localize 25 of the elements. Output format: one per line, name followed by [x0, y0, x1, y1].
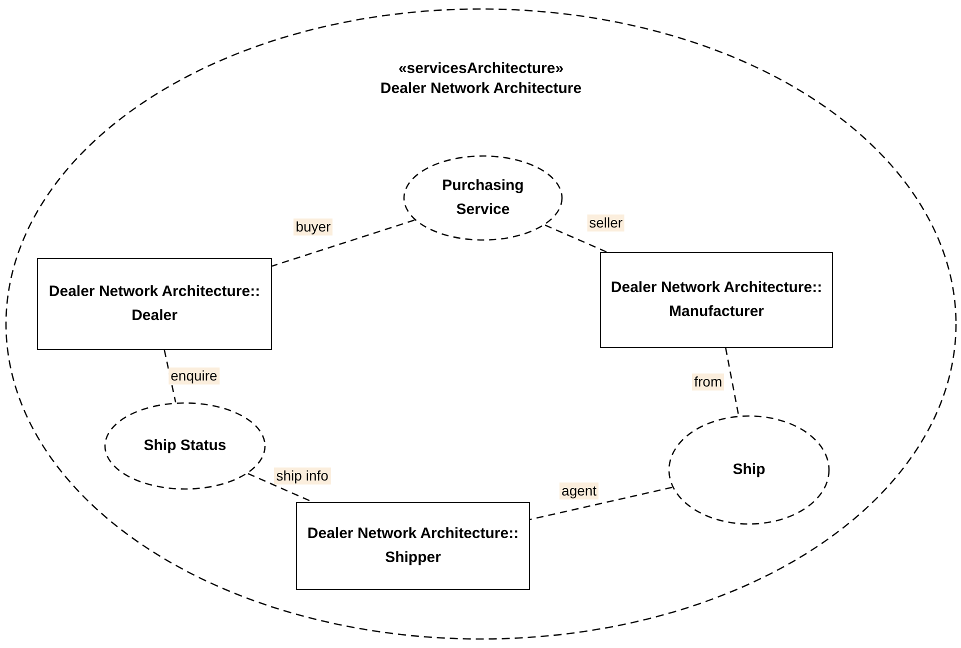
connector-line — [272, 220, 415, 267]
participant-box — [37, 258, 272, 350]
participant-name: Dealer Network Architecture:: Dealer — [48, 282, 262, 326]
participant-box — [600, 252, 833, 348]
connector-line — [544, 224, 607, 253]
edge-label: seller — [587, 214, 625, 232]
edge-label: ship info — [274, 467, 330, 484]
edge-label: from — [692, 373, 724, 390]
participant-box — [296, 502, 530, 590]
service-name: Purchasing Service — [441, 176, 525, 220]
service-name: Ship — [732, 460, 766, 480]
architecture-ellipse — [5, 8, 957, 640]
service-ellipse — [668, 415, 830, 525]
stereotype-label: «servicesArchitecture» — [398, 59, 564, 79]
connector-line — [725, 348, 740, 416]
service-ellipse — [104, 402, 266, 490]
service-name: Ship Status — [142, 436, 228, 456]
edge-label: enquire — [168, 368, 220, 385]
service-ellipse — [403, 155, 563, 241]
participant-name: Dealer Network Architecture:: Shipper — [306, 524, 520, 568]
edge-label: agent — [560, 482, 599, 500]
connector-line — [530, 486, 672, 520]
architecture-name: Dealer Network Architecture — [380, 79, 582, 99]
participant-name: Dealer Network Architecture:: Manufacturer — [610, 278, 824, 322]
edge-label: buyer — [294, 218, 333, 236]
